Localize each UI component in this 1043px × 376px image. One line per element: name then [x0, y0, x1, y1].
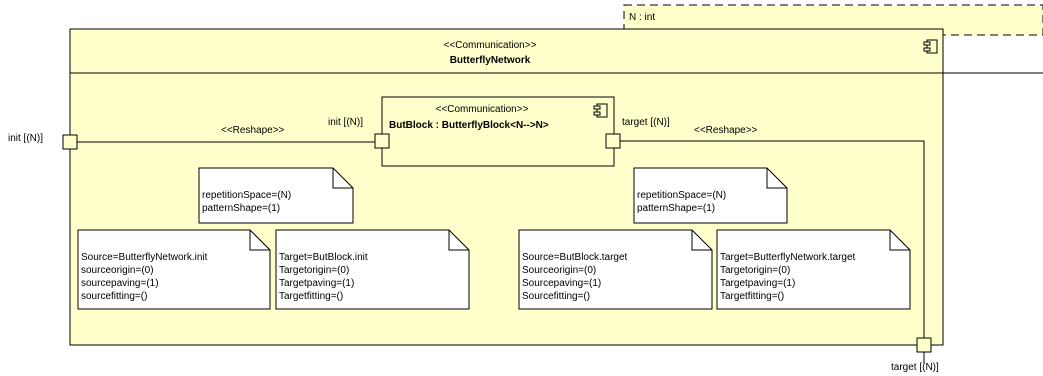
- note-left-tiler[interactable]: [198, 167, 354, 224]
- right-reshape-connector[interactable]: [620, 140, 925, 363]
- note-line: Targetpaving=(1): [279, 278, 355, 289]
- inner-block[interactable]: [381, 96, 615, 167]
- note-line: patternShape=(1): [637, 203, 716, 214]
- inner-block-name: ButBlock : ButterflyBlock<N-->N>: [389, 120, 549, 131]
- note-source-init[interactable]: [77, 229, 271, 310]
- note-right-tiler-text: repetitionSpace=(N) patternShape=(1): [637, 189, 726, 215]
- inner-target-port[interactable]: [605, 133, 621, 149]
- note-line: Targetfitting=(): [720, 291, 785, 302]
- note-target-init-text: Target=ButBlock.init Targetorigin=(0) Ta…: [279, 251, 368, 303]
- inner-component-icon: [593, 103, 608, 118]
- note-source-target[interactable]: [518, 229, 713, 310]
- note-line: sourcefitting=(): [81, 291, 148, 302]
- outer-target-port-label: target [(N)]: [891, 362, 939, 373]
- note-line: repetitionSpace=(N): [637, 190, 727, 201]
- outer-init-port[interactable]: [62, 134, 78, 150]
- note-line: patternShape=(1): [202, 203, 281, 214]
- note-line: Targetpaving=(1): [720, 278, 796, 289]
- note-line: Sourceorigin=(0): [522, 265, 597, 276]
- outer-init-port-label: init [(N)]: [8, 133, 43, 144]
- note-right-tiler[interactable]: [633, 167, 788, 224]
- note-line: Source=ButBlock.target: [522, 252, 628, 263]
- note-line: sourcepaving=(1): [81, 278, 159, 289]
- note-line: sourceorigin=(0): [81, 265, 154, 276]
- note-line: Targetorigin=(0): [720, 265, 791, 276]
- template-parameter-label: N : int: [629, 12, 656, 23]
- note-target-target[interactable]: [716, 229, 911, 310]
- inner-init-port-label: init [(N)]: [328, 117, 363, 128]
- outer-target-port[interactable]: [916, 337, 932, 353]
- outer-stereotype: <<Communication>>: [443, 40, 537, 51]
- note-line: Target=ButBlock.init: [279, 252, 368, 263]
- outer-block-name: ButterflyNetwork: [449, 55, 531, 66]
- note-line: Sourcepaving=(1): [522, 278, 602, 289]
- note-line: Target=ButterflyNetwork.target: [720, 252, 856, 263]
- note-left-tiler-text: repetitionSpace=(N) patternShape=(1): [202, 189, 291, 215]
- note-line: Targetorigin=(0): [279, 265, 350, 276]
- note-line: repetitionSpace=(N): [202, 190, 292, 201]
- note-line: Sourcefitting=(): [522, 291, 591, 302]
- inner-stereotype: <<Communication>>: [435, 104, 529, 115]
- note-source-target-text: Source=ButBlock.target Sourceorigin=(0) …: [522, 251, 627, 303]
- note-source-init-text: Source=ButterflyNetwork.init sourceorigi…: [81, 251, 207, 303]
- right-reshape-label: <<Reshape>>: [694, 125, 758, 136]
- note-target-init[interactable]: [275, 229, 470, 310]
- outer-component-icon: [923, 39, 938, 54]
- note-line: Source=ButterflyNetwork.init: [81, 252, 208, 263]
- note-line: Targetfitting=(): [279, 291, 344, 302]
- inner-target-port-label: target [(N)]: [622, 117, 670, 128]
- inner-init-port[interactable]: [374, 133, 390, 149]
- left-reshape-label: <<Reshape>>: [221, 125, 285, 136]
- note-target-target-text: Target=ButterflyNetwork.target Targetori…: [720, 251, 855, 303]
